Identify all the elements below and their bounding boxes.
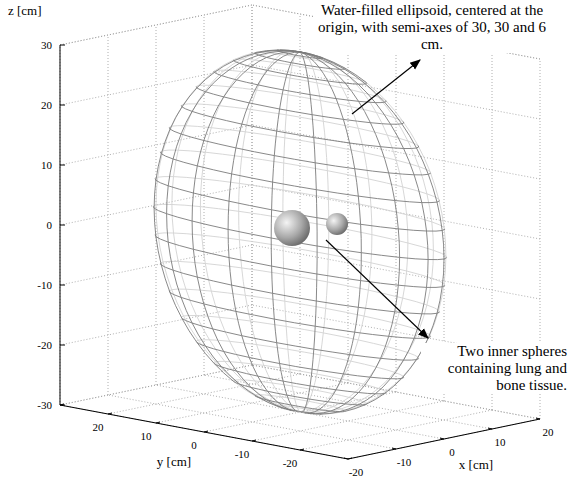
tick-label: 0 — [191, 439, 197, 452]
tick-label: -20 — [283, 457, 298, 470]
grid-line — [252, 245, 540, 299]
annotation-text: Two inner spheres containing lung and bo… — [421, 343, 569, 394]
grid-line — [60, 305, 252, 345]
axis-line — [348, 458, 352, 459]
mesh-line — [153, 50, 446, 414]
mesh-line — [153, 50, 446, 414]
axis-line — [392, 448, 396, 449]
tick-label: -10 — [37, 279, 52, 292]
grid-line — [300, 410, 492, 450]
ellipsoid-mesh — [153, 50, 446, 414]
grid-line — [348, 419, 540, 459]
tick-label: 10 — [41, 159, 52, 172]
tick-label: 20 — [543, 426, 554, 439]
grid-line — [60, 5, 252, 45]
annotation-text: Water-filled ellipsoid, centered at the … — [314, 2, 550, 53]
tick-label: 30 — [41, 39, 52, 52]
axis-label: y [cm] — [157, 455, 191, 470]
tick-label: 10 — [141, 430, 152, 443]
axis-line — [156, 422, 160, 423]
axis-line — [60, 165, 65, 166]
tick-label: -10 — [397, 456, 412, 469]
axis-line — [440, 438, 444, 439]
tick-label: 0 — [47, 219, 53, 232]
axis-line — [488, 428, 492, 429]
axis-label: x [cm] — [459, 458, 493, 473]
axis-line — [60, 404, 64, 405]
tick-label: -20 — [349, 466, 364, 479]
lung-sphere — [274, 210, 310, 246]
leader-arrow — [326, 240, 428, 338]
grid-line — [60, 245, 252, 285]
tick-label: 20 — [93, 421, 104, 434]
bone-sphere — [326, 213, 348, 235]
axis-label: z [cm] — [8, 4, 42, 19]
axis-line — [344, 458, 348, 459]
axis-line — [536, 418, 540, 419]
axis-line — [300, 449, 304, 450]
grid-line — [60, 5, 252, 45]
axis-line — [60, 345, 65, 346]
tick-label: 20 — [41, 99, 52, 112]
axis-line — [108, 413, 112, 414]
tick-label: -10 — [235, 448, 250, 461]
axis-line — [204, 431, 208, 432]
tick-label: 0 — [449, 446, 455, 459]
axis-line — [60, 285, 65, 286]
tick-label: 10 — [495, 436, 506, 449]
axis-line — [60, 105, 65, 106]
grid-line — [60, 365, 252, 405]
grid-line — [60, 365, 252, 405]
axis-line — [60, 45, 65, 46]
axis-line — [60, 225, 65, 226]
axis-line — [60, 405, 65, 406]
tick-label: -30 — [37, 399, 52, 412]
axis-line — [348, 419, 540, 459]
axis-line — [252, 440, 256, 441]
leader-arrow — [352, 60, 420, 114]
grid-line — [108, 374, 300, 414]
tick-label: -20 — [37, 339, 52, 352]
